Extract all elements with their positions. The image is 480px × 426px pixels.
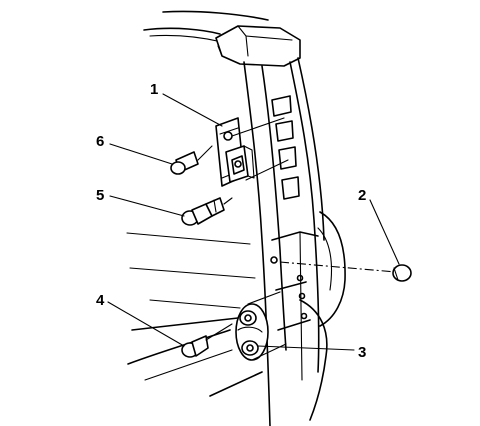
callout-1: 1	[150, 81, 158, 98]
bolt-2	[392, 264, 412, 282]
leader-lines	[107, 93, 400, 351]
installation-lines	[231, 117, 397, 273]
hinge-bracket	[215, 117, 255, 187]
bolt-4	[181, 323, 233, 358]
callout-6: 6	[96, 133, 104, 150]
tailgate-pillar	[215, 25, 325, 426]
roller-assembly	[235, 291, 287, 361]
callout-5: 5	[96, 187, 104, 204]
bolt-5	[181, 197, 233, 226]
bolt-6	[170, 145, 213, 175]
callout-4: 4	[96, 292, 105, 309]
callout-2: 2	[358, 187, 366, 204]
callout-3: 3	[358, 344, 366, 361]
truck-bed-outline	[126, 10, 346, 421]
